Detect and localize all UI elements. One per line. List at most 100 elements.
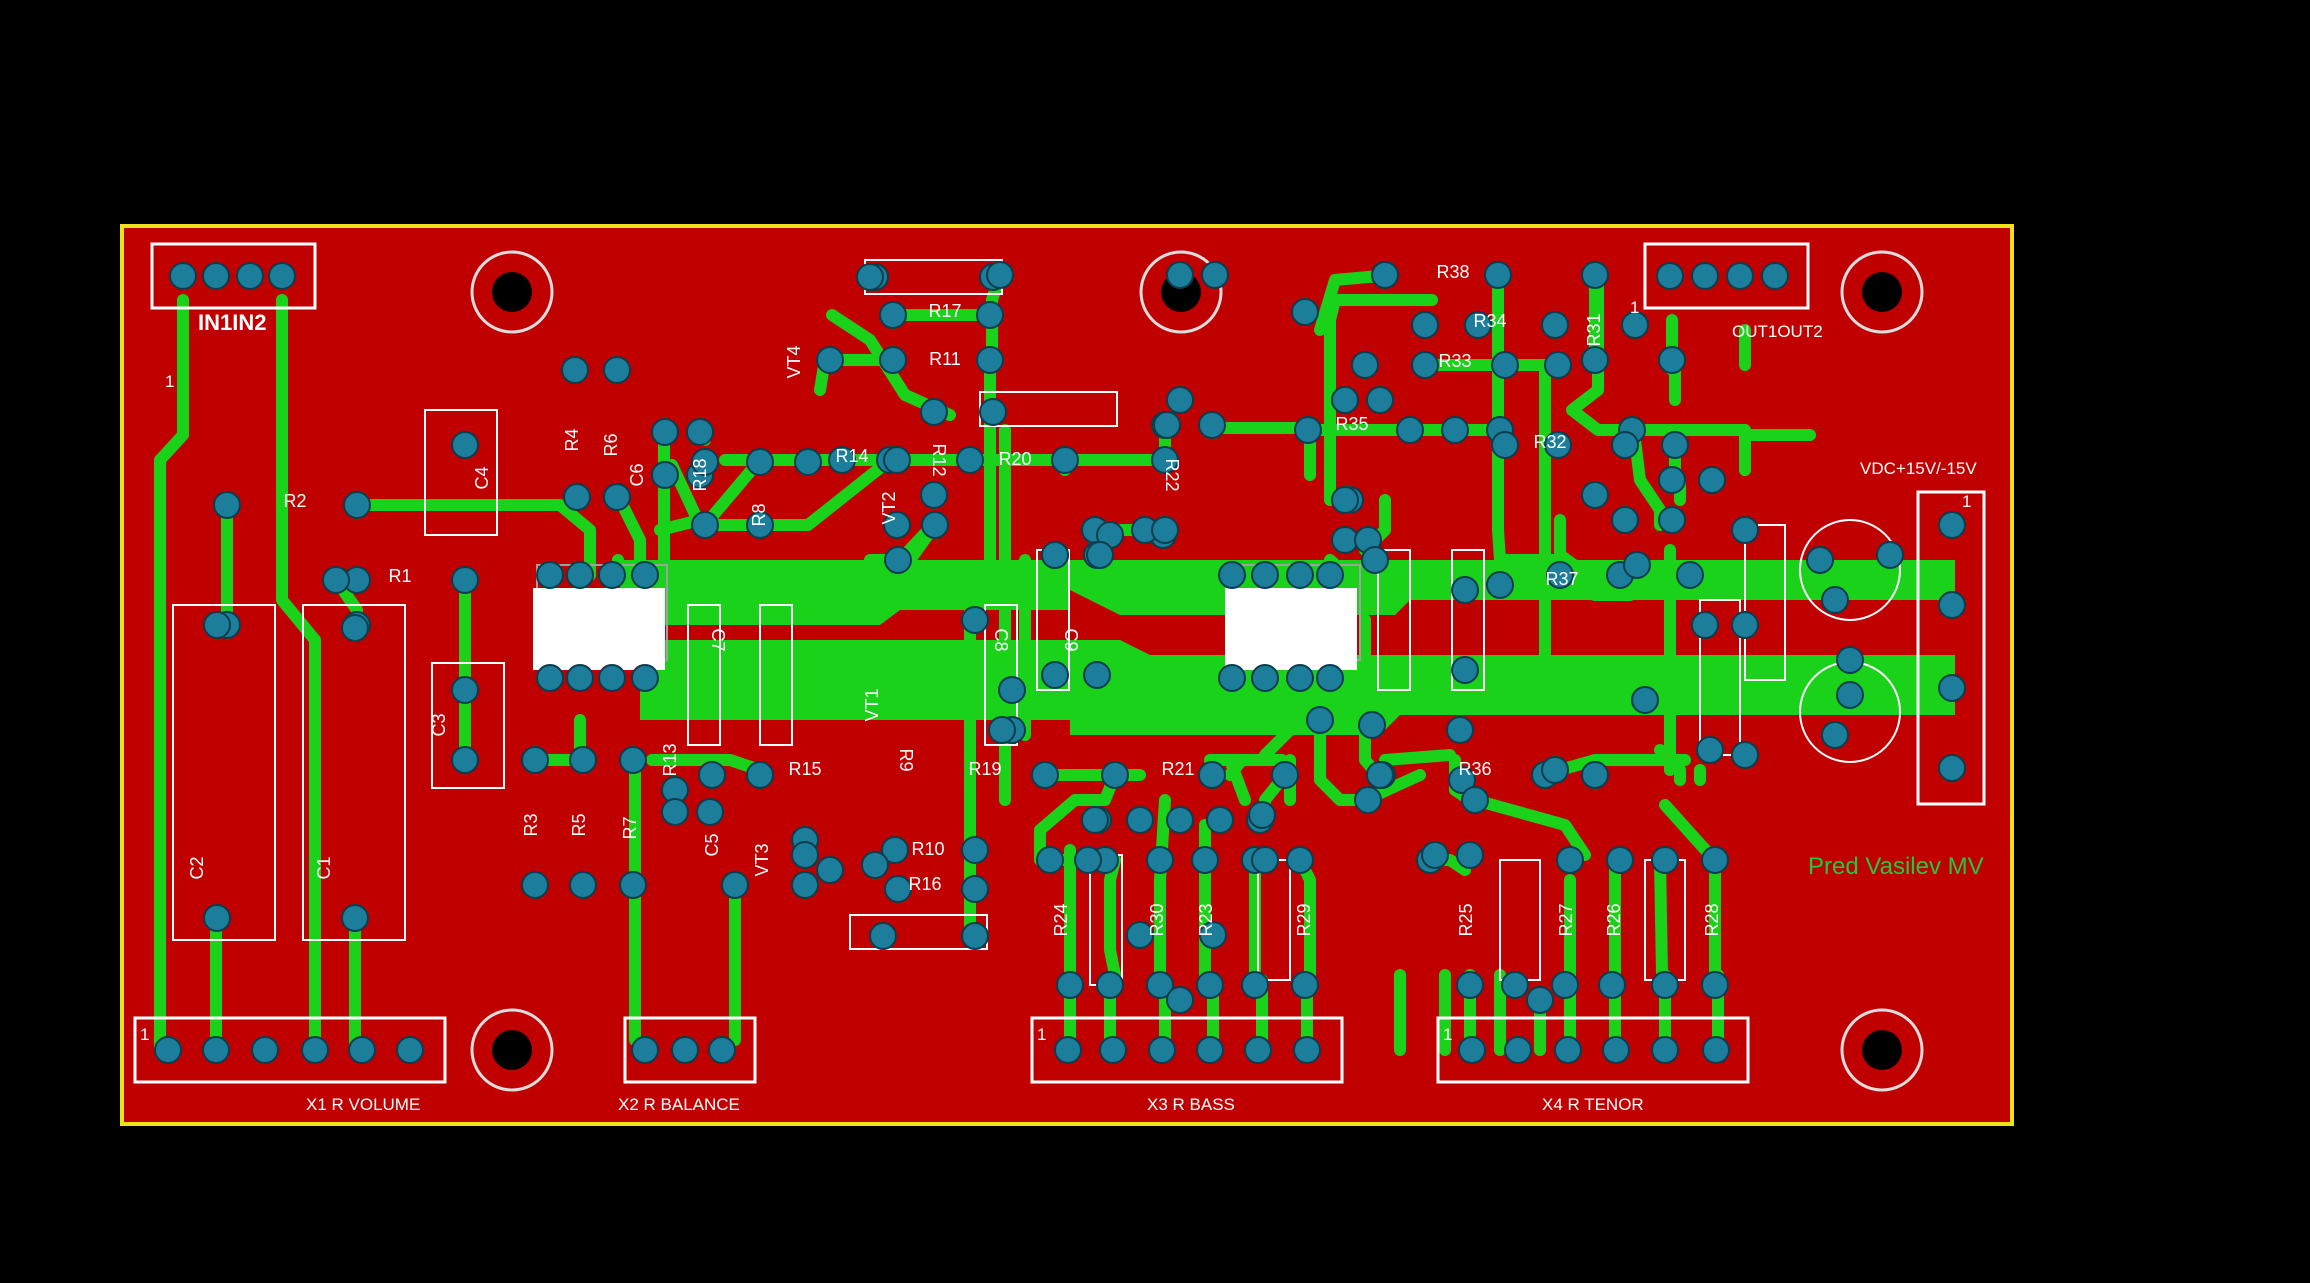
labels: IN1IN2 1 OUT1OUT2 1 VDC+15V/-15V 1 X1 R …: [140, 298, 1984, 1114]
pad: [1676, 561, 1704, 589]
ref-r22: R22: [1162, 458, 1182, 491]
pad: [236, 262, 264, 290]
ref-r2: R2: [283, 491, 306, 511]
pad: [1206, 806, 1234, 834]
pad: [1651, 1036, 1679, 1064]
pad: [348, 1036, 376, 1064]
pad: [1031, 761, 1059, 789]
pad: [1411, 351, 1439, 379]
pad: [1631, 686, 1659, 714]
pad: [1821, 721, 1849, 749]
pad: [1484, 261, 1512, 289]
pad: [451, 746, 479, 774]
pad: [1331, 386, 1359, 414]
pad: [1198, 411, 1226, 439]
pad: [1271, 761, 1299, 789]
pad: [1554, 1036, 1582, 1064]
pad: [1606, 846, 1634, 874]
pad: [961, 875, 989, 903]
pad: [1166, 986, 1194, 1014]
ref-r15: R15: [788, 759, 821, 779]
pad: [1151, 516, 1179, 544]
pad: [1218, 664, 1246, 692]
pad: [1504, 1036, 1532, 1064]
ref-r8: R8: [749, 503, 769, 526]
pad: [1491, 431, 1519, 459]
pad: [202, 262, 230, 290]
pad: [1081, 806, 1109, 834]
pad: [708, 1036, 736, 1064]
pad: [1411, 311, 1439, 339]
pad: [956, 446, 984, 474]
pad: [1146, 971, 1174, 999]
ref-c2: C2: [187, 856, 207, 879]
ref-c7: C7: [708, 628, 728, 651]
pad: [884, 875, 912, 903]
pad: [884, 546, 912, 574]
pad: [1351, 351, 1379, 379]
ref-r13: R13: [660, 743, 680, 776]
pad: [1491, 351, 1519, 379]
pad: [1938, 591, 1966, 619]
pad: [1126, 806, 1154, 834]
pad: [1251, 561, 1279, 589]
pad: [976, 346, 1004, 374]
pad: [1241, 971, 1269, 999]
pad: [322, 566, 350, 594]
ref-r10: R10: [911, 839, 944, 859]
pad: [1938, 754, 1966, 782]
ref-r3: R3: [521, 813, 541, 836]
pad: [1316, 664, 1344, 692]
pad: [1244, 1036, 1272, 1064]
pad: [1074, 846, 1102, 874]
x4-connector-label: X4 R TENOR: [1542, 1095, 1644, 1114]
pad: [1656, 262, 1684, 290]
x1-connector-label: X1 R VOLUME: [306, 1095, 420, 1114]
ref-r18: R18: [690, 458, 710, 491]
pad: [1526, 986, 1554, 1014]
pad: [1166, 806, 1194, 834]
pad: [631, 664, 659, 692]
pad: [1501, 971, 1529, 999]
ref-r35: R35: [1335, 414, 1368, 434]
pad: [202, 1036, 230, 1064]
ref-r28: R28: [1702, 903, 1722, 936]
pad: [1086, 541, 1114, 569]
pad: [881, 836, 909, 864]
pad: [1294, 416, 1322, 444]
pad: [691, 448, 719, 476]
pad: [451, 676, 479, 704]
pad: [1611, 431, 1639, 459]
ref-r12: R12: [929, 443, 949, 476]
pad: [1316, 561, 1344, 589]
ref-r26: R26: [1604, 903, 1624, 936]
ref-r14: R14: [835, 446, 868, 466]
output-pin1-label: 1: [1630, 298, 1639, 317]
pad: [1598, 971, 1626, 999]
pad: [1448, 766, 1476, 794]
pad: [1836, 646, 1864, 674]
ref-c5: C5: [702, 833, 722, 856]
pad: [1456, 971, 1484, 999]
pad: [451, 431, 479, 459]
pad: [1291, 298, 1319, 326]
power-pin1-label: 1: [1962, 492, 1971, 511]
pad: [1701, 846, 1729, 874]
ref-r32: R32: [1533, 432, 1566, 452]
pad: [791, 841, 819, 869]
pad: [1651, 846, 1679, 874]
ref-r1: R1: [388, 566, 411, 586]
pad: [1726, 262, 1754, 290]
pad: [1371, 261, 1399, 289]
pad: [1331, 486, 1359, 514]
ref-vt1: VT1: [862, 688, 882, 721]
pad: [251, 1036, 279, 1064]
pad: [1876, 541, 1904, 569]
pads: [154, 261, 1966, 1064]
ref-r29: R29: [1294, 903, 1314, 936]
pad: [451, 566, 479, 594]
pad: [1366, 761, 1394, 789]
ref-c9: C9: [1061, 628, 1081, 651]
pad: [1056, 971, 1084, 999]
